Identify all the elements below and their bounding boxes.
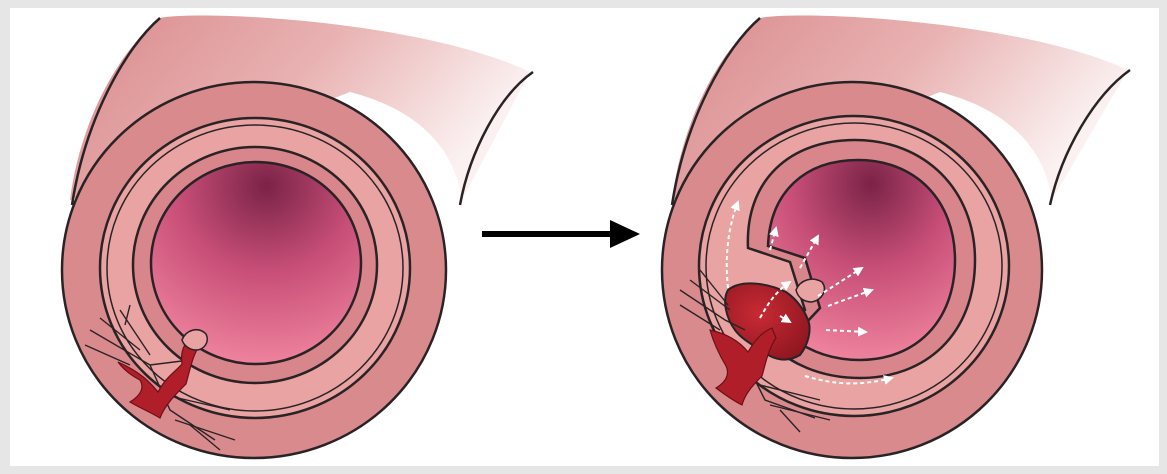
dissected-vessel-panel bbox=[662, 16, 1130, 458]
vessel-lumen bbox=[151, 162, 361, 364]
normal-vessel-panel bbox=[62, 16, 533, 458]
right-arrow-icon bbox=[482, 220, 640, 248]
vessel-dissection-diagram bbox=[10, 8, 1159, 466]
figure-frame bbox=[10, 8, 1159, 466]
